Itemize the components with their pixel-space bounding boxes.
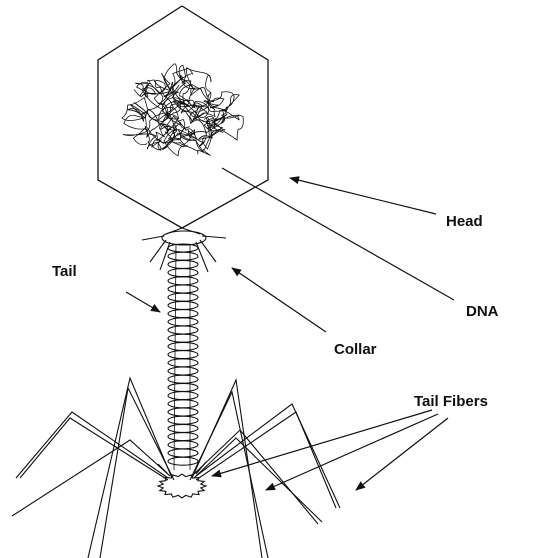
collar-arrow — [232, 268, 326, 332]
tail-sheath-ring — [168, 301, 198, 309]
tail-sheath-ring — [168, 342, 198, 350]
tail-fiber-right-long — [192, 380, 262, 558]
tail-sheath-ring — [168, 408, 198, 416]
tail-sheath-ring — [168, 326, 198, 334]
tail-sheath-ring — [168, 400, 198, 408]
tail-sheath — [168, 244, 198, 465]
label-collar: Collar — [334, 341, 377, 358]
tail-sheath-ring — [168, 416, 198, 424]
tail-sheath-ring — [168, 269, 198, 277]
tail-sheath-ring — [168, 383, 198, 391]
tail-sheath-ring — [168, 285, 198, 293]
tail-sheath-ring — [168, 449, 198, 457]
tail-sheath-ring — [168, 367, 198, 375]
head-arrow — [290, 178, 436, 214]
tail-sheath-ring — [168, 457, 198, 465]
tail-sheath-ring — [168, 318, 198, 326]
label-tail-fibers: Tail Fibers — [414, 393, 488, 410]
collar-whisker — [142, 236, 164, 240]
tail-fiber-left-long-2 — [100, 388, 174, 558]
tail-sheath-ring — [168, 375, 198, 383]
tail-fiber-right-long-2 — [190, 392, 268, 558]
collar-ring — [162, 231, 206, 245]
tail-sheath-ring — [168, 351, 198, 359]
tail-fibers — [12, 378, 340, 558]
tail-fiber-left-inner — [12, 440, 170, 516]
tail-sheath-ring — [168, 252, 198, 260]
tail-sheath-ring — [168, 424, 198, 432]
tail-arrow — [126, 292, 160, 312]
tail-sheath-ring — [168, 392, 198, 400]
tail-fiber-right-mid — [194, 430, 318, 524]
tail-sheath-ring — [168, 334, 198, 342]
tail-sheath-ring — [168, 293, 198, 301]
label-head: Head — [446, 213, 483, 230]
tail-sheath-ring — [168, 441, 198, 449]
tail-sheath-ring — [168, 310, 198, 318]
tail-fiber-left-long — [88, 378, 172, 558]
tail-sheath-ring — [168, 359, 198, 367]
tail-sheath-ring — [168, 260, 198, 268]
label-dna: DNA — [466, 303, 499, 320]
dna-tangle — [122, 64, 243, 156]
tail-sheath-ring — [168, 433, 198, 441]
tail-sheath-ring — [168, 277, 198, 285]
label-tail: Tail — [52, 263, 77, 280]
dna-pointer-line — [222, 168, 454, 300]
